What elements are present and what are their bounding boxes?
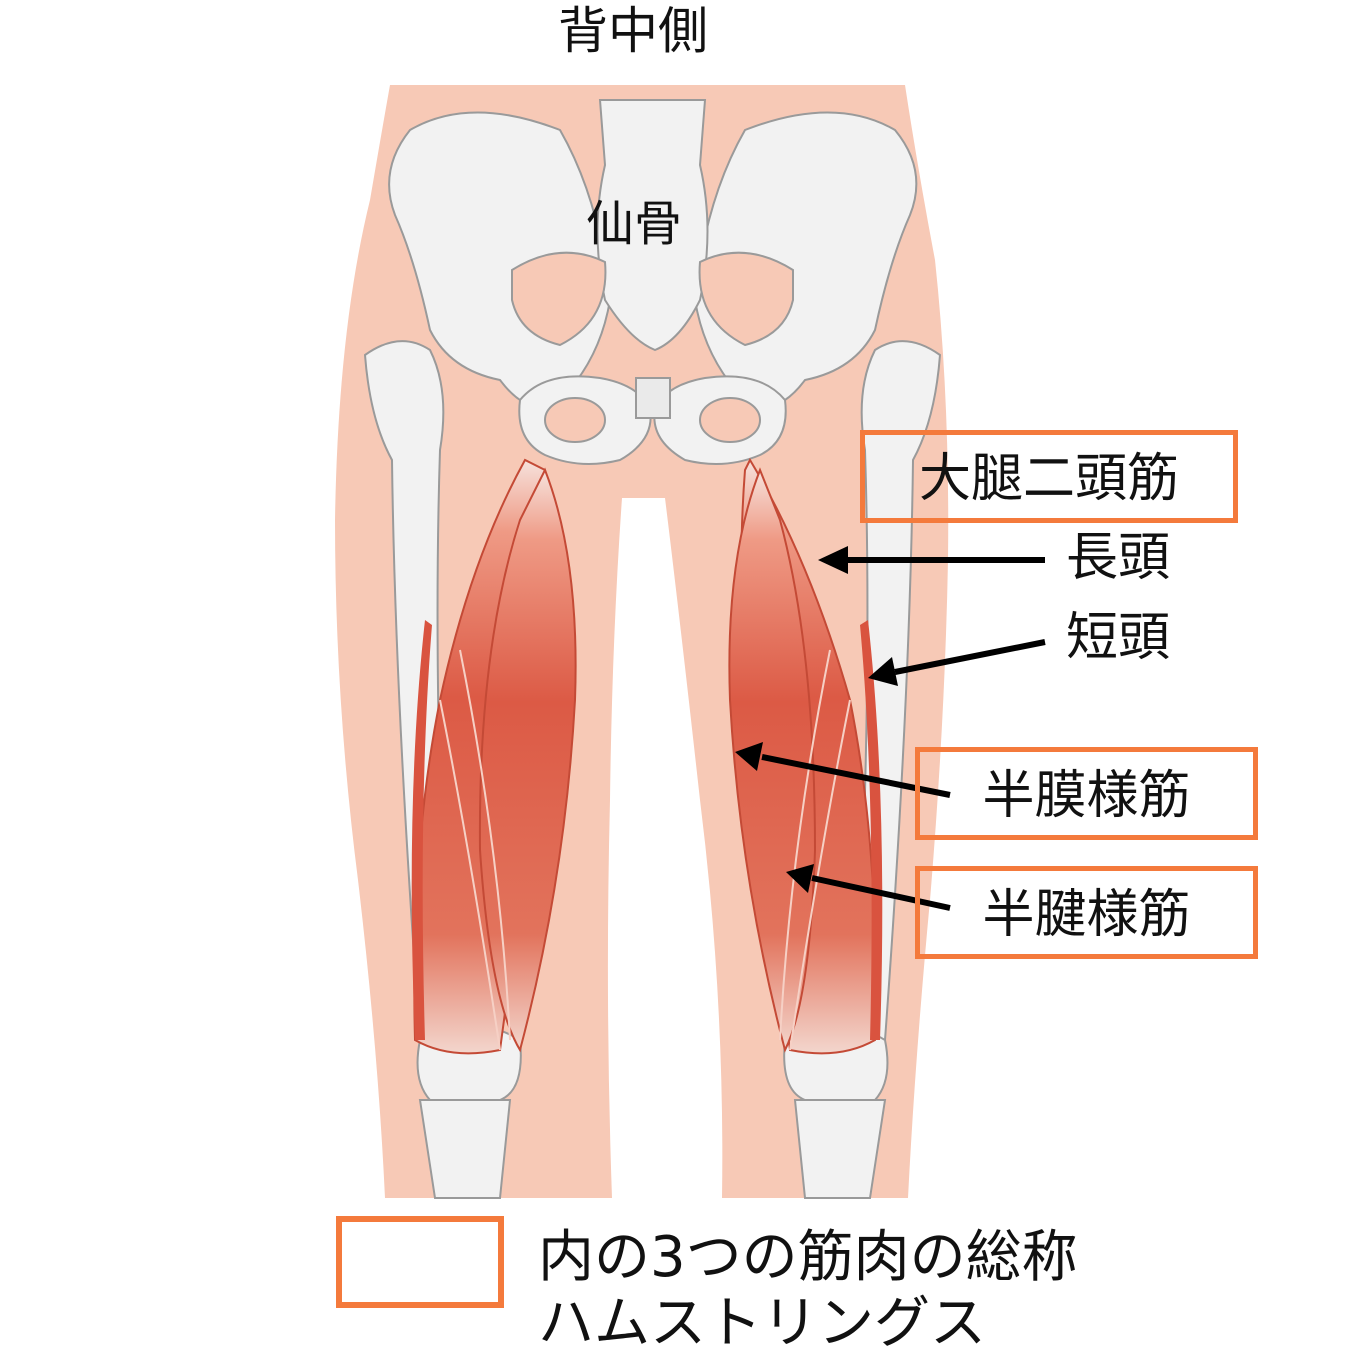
semimembranosus-label: 半膜様筋 (982, 766, 1191, 826)
arrow-head-short-head (868, 657, 898, 686)
legend-line-2: ハムストリングス (538, 1291, 986, 1356)
long-head-label: 長頭 (1066, 528, 1171, 588)
pelvis-bone (388, 99, 918, 465)
semitendinosus-box: 半腱様筋 (915, 866, 1258, 959)
semitendinosus-label: 半腱様筋 (982, 885, 1191, 945)
arrow-head-semimembranosus (735, 742, 763, 771)
hamstring-muscles-left (411, 458, 577, 1055)
arrow-head-long-head (818, 546, 848, 574)
short-head-label: 短頭 (1066, 608, 1171, 668)
legend-swatch (336, 1216, 504, 1308)
biceps-femoris-box: 大腿二頭筋 (860, 430, 1238, 523)
semimembranosus-box: 半膜様筋 (915, 747, 1258, 840)
sacrum-label: 仙骨 (586, 196, 683, 252)
legend-line-1: 内の3つの筋肉の総称 (538, 1225, 1078, 1290)
view-title: 背中側 (558, 2, 708, 60)
biceps-femoris-label: 大腿二頭筋 (918, 449, 1179, 509)
arrow-head-semitendinosus (786, 864, 814, 893)
